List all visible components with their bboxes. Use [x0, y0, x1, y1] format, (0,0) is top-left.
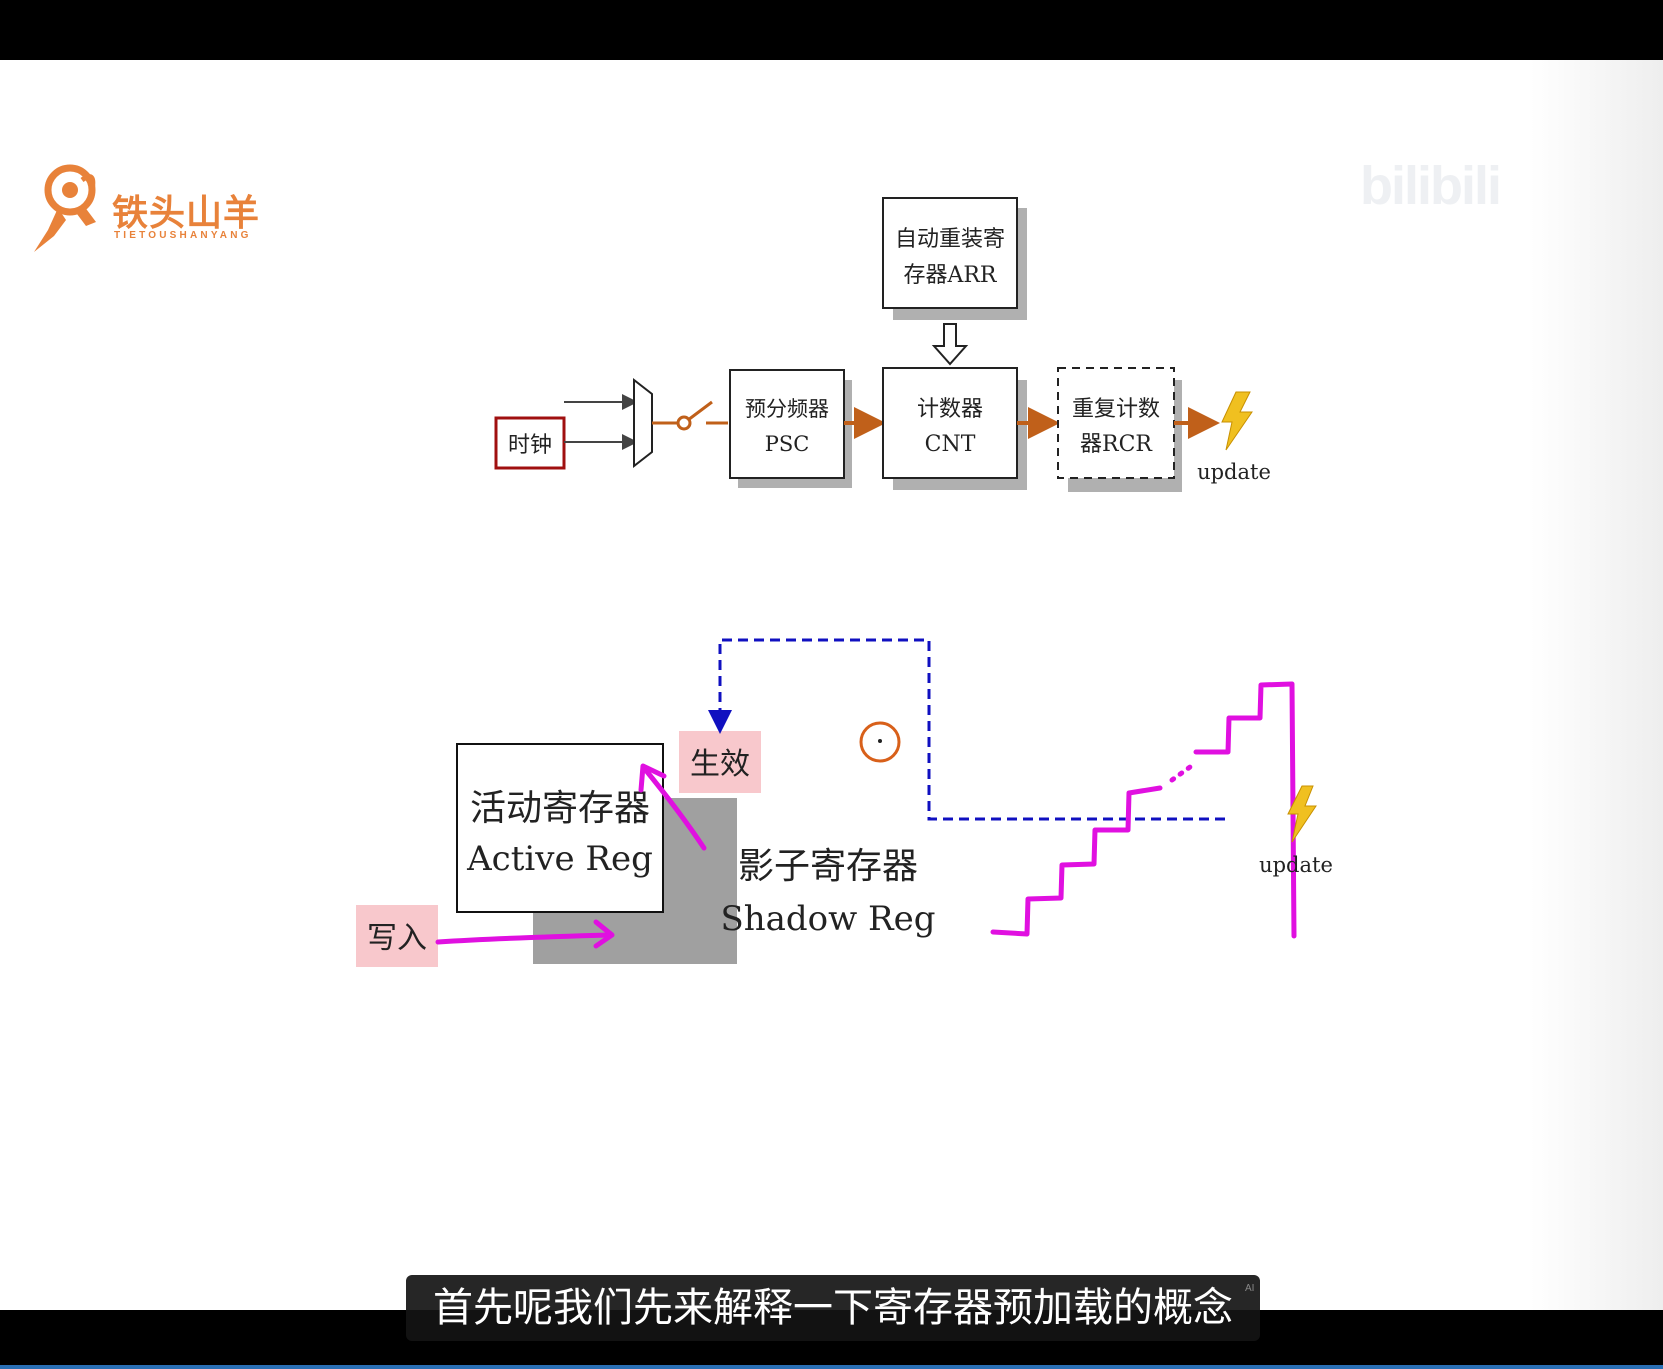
goat-mascot-icon: [34, 164, 96, 252]
video-top-bar: [0, 0, 1663, 60]
arr-box: 自动重装寄 存器ARR: [882, 197, 1027, 320]
psc-label: 预分频器: [745, 397, 829, 421]
shadow-reg-cn-label: 影子寄存器: [738, 846, 918, 887]
active-register-box: 活动寄存器 Active Reg: [456, 743, 664, 913]
active-reg-en-label: Active Reg: [466, 839, 653, 879]
write-annotation-arrow: [435, 932, 613, 945]
cnt-box: 计数器 CNT: [882, 367, 1027, 490]
rcr-label: 重复计数: [1072, 397, 1160, 422]
arr-label: 自动重装寄: [895, 227, 1005, 252]
channel-logo: 铁头山羊 TIETOUSHANYANG: [30, 160, 270, 260]
clock-switch: [652, 400, 728, 431]
platform-watermark: bilibili: [1360, 156, 1502, 216]
cnt-abbr: CNT: [925, 432, 976, 457]
write-tag: 写入: [356, 905, 438, 967]
clock-mux: [633, 377, 653, 469]
clock-box: 时钟: [494, 416, 566, 470]
counter-staircase-dots: [1169, 764, 1193, 783]
psc-box: 预分频器 PSC: [729, 369, 852, 488]
psc-abbr: PSC: [765, 432, 810, 456]
active-reg-cn-label: 活动寄存器: [470, 788, 650, 829]
cursor-pointer-icon: [859, 721, 901, 763]
update-feedback-dashed-arrow: [708, 638, 1225, 821]
update-lightning-icon: [1287, 785, 1317, 843]
bottom-update-label: update: [1259, 853, 1333, 877]
effect-tag-label: 生效: [690, 747, 750, 782]
write-annotation-arrowhead: [593, 919, 615, 949]
shadow-reg-en-label: Shadow Reg: [720, 899, 935, 939]
arr-to-cnt-arrow: [931, 323, 969, 366]
arr-abbr: 存器ARR: [903, 263, 997, 288]
video-frame[interactable]: 铁头山羊 TIETOUSHANYANG bilibili: [0, 60, 1663, 1310]
update-lightning-icon: [1221, 391, 1253, 451]
cursor-dot-icon: [878, 739, 882, 743]
channel-name: 铁头山羊: [112, 193, 261, 234]
rcr-abbr: 器RCR: [1080, 432, 1153, 457]
counter-staircase-sketch: [990, 785, 1163, 937]
top-update-label: update: [1197, 460, 1271, 484]
rcr-box: 重复计数 器RCR: [1057, 367, 1182, 492]
write-tag-label: 写入: [367, 921, 427, 956]
subtitle-ai-badge: AI: [1245, 1283, 1255, 1294]
effect-tag: 生效: [679, 731, 761, 793]
video-progress-bar[interactable]: [0, 1365, 1663, 1369]
effect-annotation-arrow: [641, 765, 707, 851]
counter-staircase-sketch-top: [1193, 681, 1297, 939]
subtitle-caption: 首先呢我们先来解释一下寄存器预加载的概念: [406, 1275, 1260, 1341]
channel-name-latin: TIETOUSHANYANG: [114, 230, 252, 241]
cnt-label: 计数器: [917, 397, 983, 422]
effect-annotation-arrowhead: [638, 763, 667, 793]
clock-label: 时钟: [508, 433, 552, 458]
